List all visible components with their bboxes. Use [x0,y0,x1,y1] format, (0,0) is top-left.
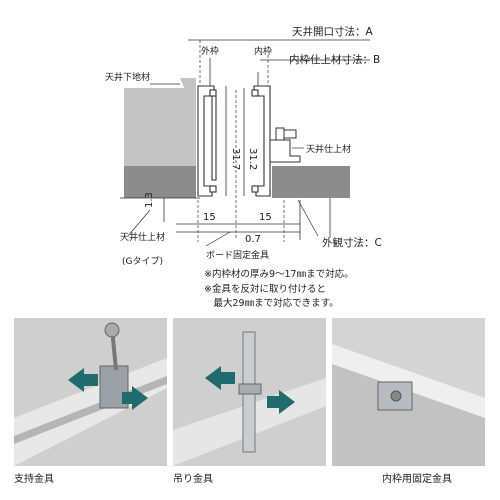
arrow-left-icon [68,368,98,392]
outer-frame-profile [197,85,217,197]
leader-lines [127,83,319,247]
ceiling-opening-label: 天井開口寸法：A [292,25,373,38]
ceiling-finish-left-block [124,166,196,198]
ceiling-finish-left-label: 天井仕上材 [120,231,165,243]
top-dimension-lines [188,39,370,86]
arrow-right-icon [267,390,295,414]
right-width-value: 15 [259,212,272,223]
outer-frame-label: 外枠 [201,45,219,57]
hanging-bracket-photo [173,318,326,466]
cross-section-diagram: 天井開口寸法：A 内枠仕上材寸法：B 外枠 内枠 天井下地材 天井仕上材 天井仕… [105,25,382,309]
note-line-2: ※金具を反対に取り付けると [204,283,326,295]
note-line-1: ※内枠材の厚み9～17㎜まで対応。 [204,268,354,280]
left-width-value: 15 [203,212,216,223]
inner-frame-bracket-caption: 内枠用固定金具 [382,474,452,485]
gap-value: 0.7 [245,234,261,245]
type-label: (Gタイプ) [122,256,163,267]
support-bracket-photo [14,318,167,466]
board-bracket [269,127,301,163]
arrow-left-icon [205,366,235,390]
board-bracket-label: ボード固定金具 [206,249,269,261]
hanging-bracket-caption: 吊り金具 [173,474,213,485]
bottom-dimension-lines [120,197,331,240]
ceiling-finish-right-label: 天井仕上材 [306,143,351,155]
note-line-3: 最大29㎜まで対応できます。 [204,297,339,309]
inner-finish-label: 内枠仕上材寸法：B [289,53,380,66]
ceiling-base-block [124,88,196,166]
ceiling-base-label: 天井下地材 [105,71,150,83]
exterior-dim-label: 外観寸法：C [322,236,382,249]
ceiling-base-chamfer [180,78,196,92]
inner-height-value: 31.2 [247,148,258,170]
inner-frame-bracket-photo [332,318,485,466]
vertical-dimension-lines [163,86,245,222]
arrow-right-icon [122,386,148,410]
support-bracket-caption: 支持金具 [14,474,54,485]
offset-value: 1.3 [144,192,155,208]
outer-height-value: 31.7 [230,148,241,170]
inner-frame-profile [251,85,271,197]
inner-frame-label: 内枠 [254,45,272,57]
ceiling-finish-right-block [272,166,350,198]
